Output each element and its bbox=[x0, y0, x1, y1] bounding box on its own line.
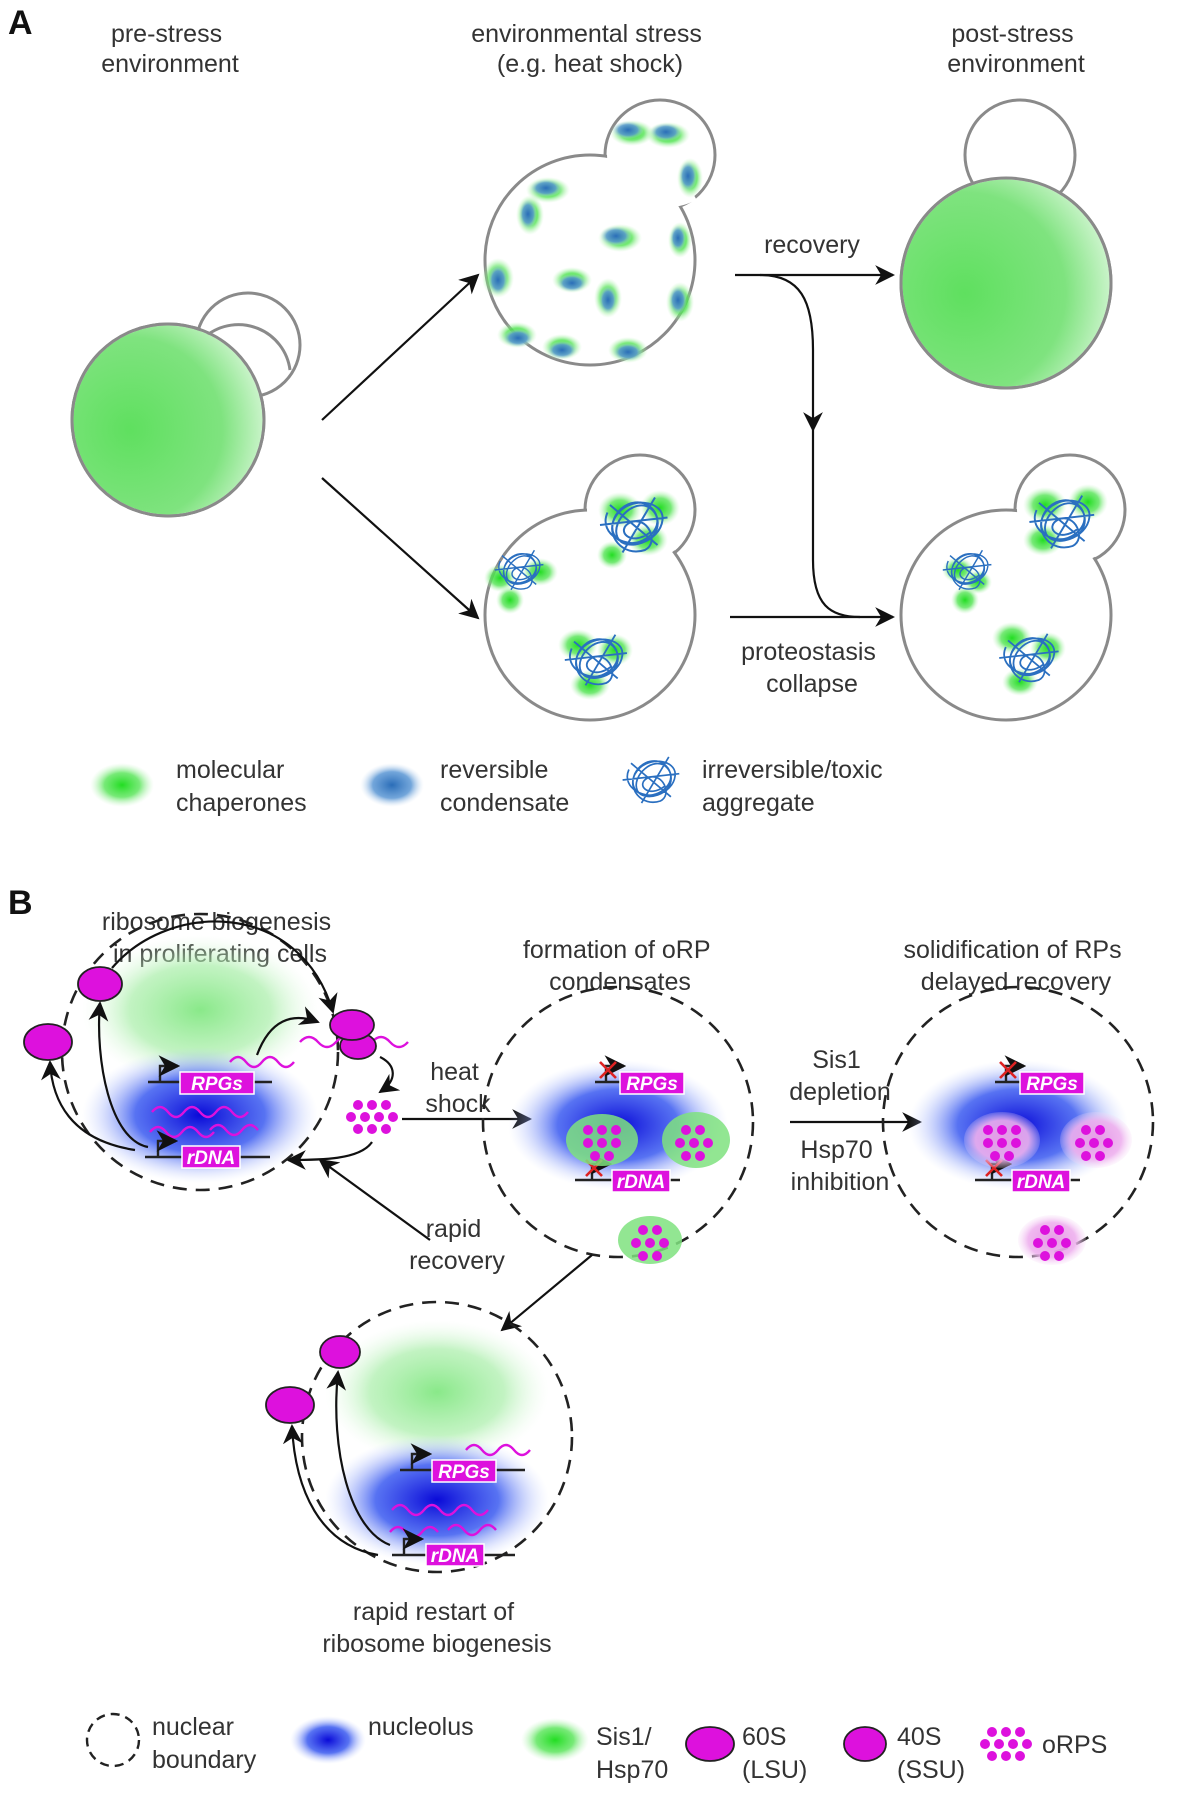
orps-in-condensates bbox=[583, 1125, 713, 1261]
condensate-swatch bbox=[360, 763, 424, 807]
biogenesis-arrows bbox=[41, 920, 401, 1170]
rpgs-gene-label: RPGs bbox=[191, 1074, 243, 1095]
nucleus-condensates: RPGs rDNA bbox=[481, 985, 755, 1264]
60s-swatch bbox=[685, 1726, 735, 1762]
rapid-recovery-label: rapid recovery bbox=[409, 1215, 505, 1275]
subunit-40s bbox=[77, 966, 123, 1002]
rdna-gene-label-2: rDNA bbox=[617, 1172, 666, 1193]
recovered-cell bbox=[899, 98, 1113, 390]
rpgs-gene-label-4: RPGs bbox=[438, 1462, 490, 1483]
condensate-cell bbox=[482, 98, 717, 367]
rpgs-gene-label-3: RPGs bbox=[1026, 1074, 1078, 1095]
heat-shock-label: heat shock bbox=[425, 1058, 491, 1118]
sis1-swatch bbox=[521, 1718, 589, 1762]
sis1-label: Sis1 depletion bbox=[789, 1046, 890, 1106]
nucleus-restart: RPGs rDNA bbox=[300, 1300, 574, 1574]
panel-a-legend: molecular chaperones reversible condensa… bbox=[90, 756, 890, 817]
solidification-label: solidification of RPs delayed recovery bbox=[903, 936, 1128, 996]
collapsed-cell bbox=[899, 453, 1127, 722]
translating-ribosome bbox=[299, 1009, 409, 1060]
rdna-gene-label-3: rDNA bbox=[1017, 1172, 1066, 1193]
legend-sis1: Sis1/ Hsp70 bbox=[596, 1723, 668, 1784]
back-arrow bbox=[318, 1158, 431, 1241]
nucleolus-swatch bbox=[290, 1716, 366, 1764]
pre-stress-cell bbox=[70, 291, 302, 518]
subunit-60s bbox=[23, 1023, 73, 1061]
nucleus-proliferating: RPGs rDNA bbox=[60, 912, 340, 1192]
legend-nucleolus: nucleolus bbox=[368, 1713, 474, 1741]
panel-a-arrows bbox=[321, 265, 895, 627]
condensate-blobs bbox=[482, 120, 703, 363]
post-stress-label: post-stress environment bbox=[947, 20, 1085, 78]
nuclear-boundary-swatch bbox=[85, 1712, 141, 1768]
chaperone-swatch bbox=[90, 763, 154, 807]
legend-chaperones: molecular chaperones bbox=[176, 756, 307, 817]
panel-b-letter: B bbox=[8, 884, 33, 922]
legend-condensate: reversible condensate bbox=[440, 756, 569, 817]
formation-label: formation of oRP condensates bbox=[523, 936, 717, 996]
subunit-60s-restart bbox=[265, 1386, 315, 1424]
panel-a-letter: A bbox=[8, 4, 33, 42]
rdna-gene-label-4: rDNA bbox=[431, 1546, 480, 1567]
nucleus-solidified: RPGs rDNA bbox=[881, 985, 1155, 1265]
recovery-arrow bbox=[500, 1254, 593, 1332]
40s-swatch bbox=[843, 1726, 887, 1762]
collapse-label: proteostasis collapse bbox=[741, 638, 883, 698]
restart-label: rapid restart of ribosome biogenesis bbox=[322, 1598, 551, 1658]
rp-solids-pink bbox=[964, 1112, 1132, 1265]
rdna-gene-label: rDNA bbox=[187, 1148, 236, 1169]
legend-orps: oRPS bbox=[1042, 1731, 1107, 1759]
recovery-label: recovery bbox=[764, 231, 860, 259]
hsp70-label: Hsp70 inhibition bbox=[791, 1136, 890, 1196]
rpgs-gene-label-2: RPGs bbox=[626, 1074, 678, 1095]
orps-cluster-free bbox=[346, 1100, 398, 1134]
stress-label: environmental stress (e.g. heat shock) bbox=[471, 20, 709, 78]
legend-60s: 60S (LSU) bbox=[742, 1723, 807, 1784]
aggregate-swatch bbox=[621, 756, 681, 804]
legend-aggregate: irreversible/toxic aggregate bbox=[702, 756, 890, 817]
panel-b-legend: nuclear boundary nucleolus Sis1/ Hsp70 6… bbox=[85, 1712, 1107, 1784]
legend-nuclear: nuclear boundary bbox=[152, 1713, 257, 1774]
orps-swatch bbox=[980, 1727, 1032, 1761]
aggregate-cell bbox=[483, 453, 697, 722]
legend-40s: 40S (SSU) bbox=[897, 1723, 965, 1784]
subunit-40s-restart bbox=[319, 1335, 361, 1369]
pre-stress-label: pre-stress environment bbox=[101, 20, 239, 78]
